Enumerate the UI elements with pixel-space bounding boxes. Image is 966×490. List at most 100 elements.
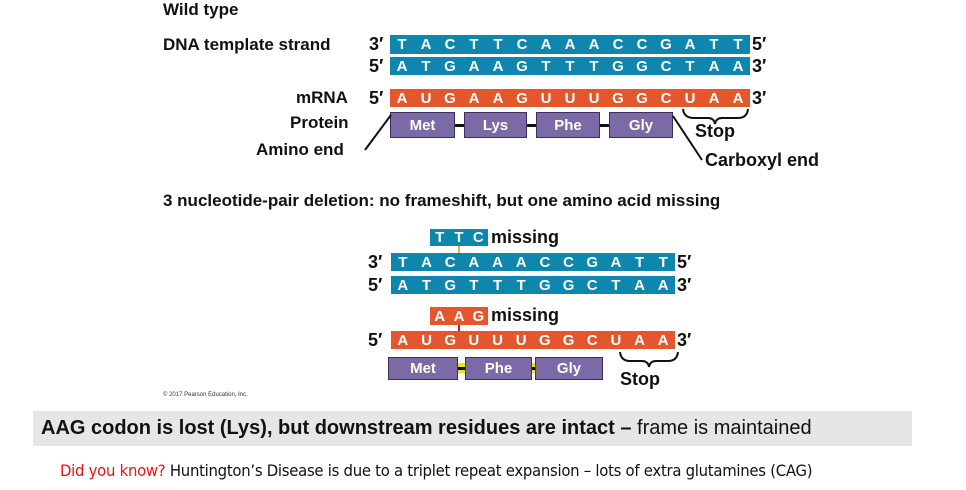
stop-label: Stop [620,369,660,389]
amino-acid-met: Met [388,357,458,380]
base: A [453,307,465,325]
base: T [516,276,526,294]
base: C [563,253,574,271]
protein-label: Protein [290,113,349,132]
base: G [444,57,456,75]
base: A [657,276,669,294]
wild-type-title: Wild type [163,0,239,19]
base: A [468,57,480,75]
base: A [397,331,409,349]
end-label: 3′ [369,34,384,54]
base: A [540,36,552,53]
base: T [709,36,719,53]
base: A [515,253,527,271]
base: G [562,331,575,349]
copyright: © 2017 Pearson Education, Inc. [163,392,248,398]
base: T [493,36,503,53]
base: G [636,89,648,107]
base: T [541,57,551,75]
base: T [658,253,668,271]
base: T [421,57,431,75]
base: T [589,57,599,75]
did-you-know-lead: Did you know? [60,461,166,480]
base: T [565,57,575,75]
end-label: 5′ [677,252,692,272]
base: A [564,36,576,53]
base: T [634,253,645,271]
base: C [660,57,672,75]
dna-template-label: DNA template strand [163,35,331,54]
base: T [454,229,464,246]
base: A [421,253,432,271]
amino-acid-gly: Gly [609,112,673,138]
base: A [492,89,504,107]
base: G [444,89,456,107]
base: C [612,36,624,53]
base: T [469,36,479,53]
base: A [634,276,645,294]
base: G [539,331,551,349]
end-label: 5′ [368,275,383,295]
base: A [732,57,744,75]
base: U [421,331,432,349]
amino-acid-phe: Phe [536,112,600,138]
base: A [396,57,408,75]
base: A [657,331,669,349]
base: A [434,307,446,325]
base: G [612,57,624,75]
base: T [492,276,503,294]
base: G [472,307,485,325]
base: G [562,276,575,294]
base: A [492,253,503,271]
base: G [612,89,624,107]
base: T [435,229,445,246]
base: T [611,276,621,294]
amino-end-line [364,114,392,151]
base: G [586,253,599,271]
end-label: 5′ [368,330,383,350]
base: U [468,331,480,349]
base: U [492,331,503,349]
base: C [636,36,648,53]
peptide-bond [531,363,536,373]
base: G [516,57,528,75]
carboxyl-end-line [672,115,703,161]
base: A [708,89,720,107]
end-label: 5′ [369,56,384,76]
base: U [515,331,527,349]
summary-bold: AAG codon is lost (Lys), but downstream … [41,417,632,439]
base: G [444,276,457,294]
base: C [444,36,456,53]
base: U [564,89,576,107]
base: T [685,57,695,75]
did-you-know-text: Huntington’s Disease is due to a triplet… [165,461,813,480]
end-label: 3′ [677,330,692,350]
base: A [634,331,645,349]
carboxyl-end-label: Carboxyl end [705,150,820,170]
base: T [469,276,479,294]
base: U [540,89,552,107]
base: C [472,229,484,246]
base: A [492,57,504,75]
base: G [660,36,672,53]
base: G [636,57,648,75]
base: A [732,89,744,107]
base: U [588,89,600,107]
base: A [397,276,409,294]
end-label: 3′ [752,56,767,76]
end-label: 5′ [752,34,767,54]
base: G [539,276,551,294]
peptide-bond [458,363,466,373]
amino-acid-lys: Lys [464,112,527,138]
base: C [444,253,456,271]
base: T [733,36,743,53]
base: A [396,89,408,107]
